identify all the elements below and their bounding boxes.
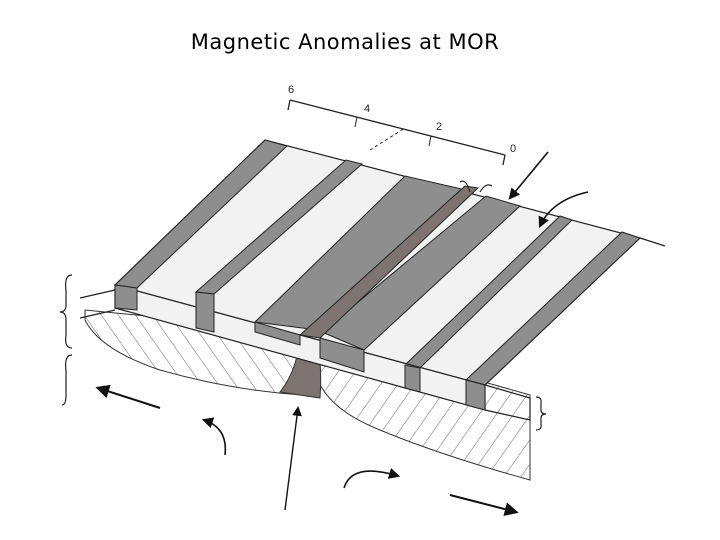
arrow-spreading-right: [450, 495, 516, 512]
brace-lithosphere: [62, 355, 72, 405]
scale-label-4: 4: [364, 103, 370, 115]
arrow-ridge-pointer: [510, 152, 548, 198]
arrow-convection-right: [344, 471, 398, 488]
arrow-magma-pointer: [285, 408, 298, 510]
arrow-convection-left: [204, 420, 225, 455]
scale-line: [290, 100, 505, 155]
arrow-spreading-left: [98, 388, 160, 408]
scale-label-2: 2: [436, 121, 442, 133]
scale-label-0: 0: [510, 143, 516, 155]
brace-crust: [60, 275, 72, 348]
distance-scale: 6 4 2 0: [288, 84, 516, 165]
scale-label-6: 6: [288, 84, 294, 96]
brace-right: [536, 397, 546, 430]
